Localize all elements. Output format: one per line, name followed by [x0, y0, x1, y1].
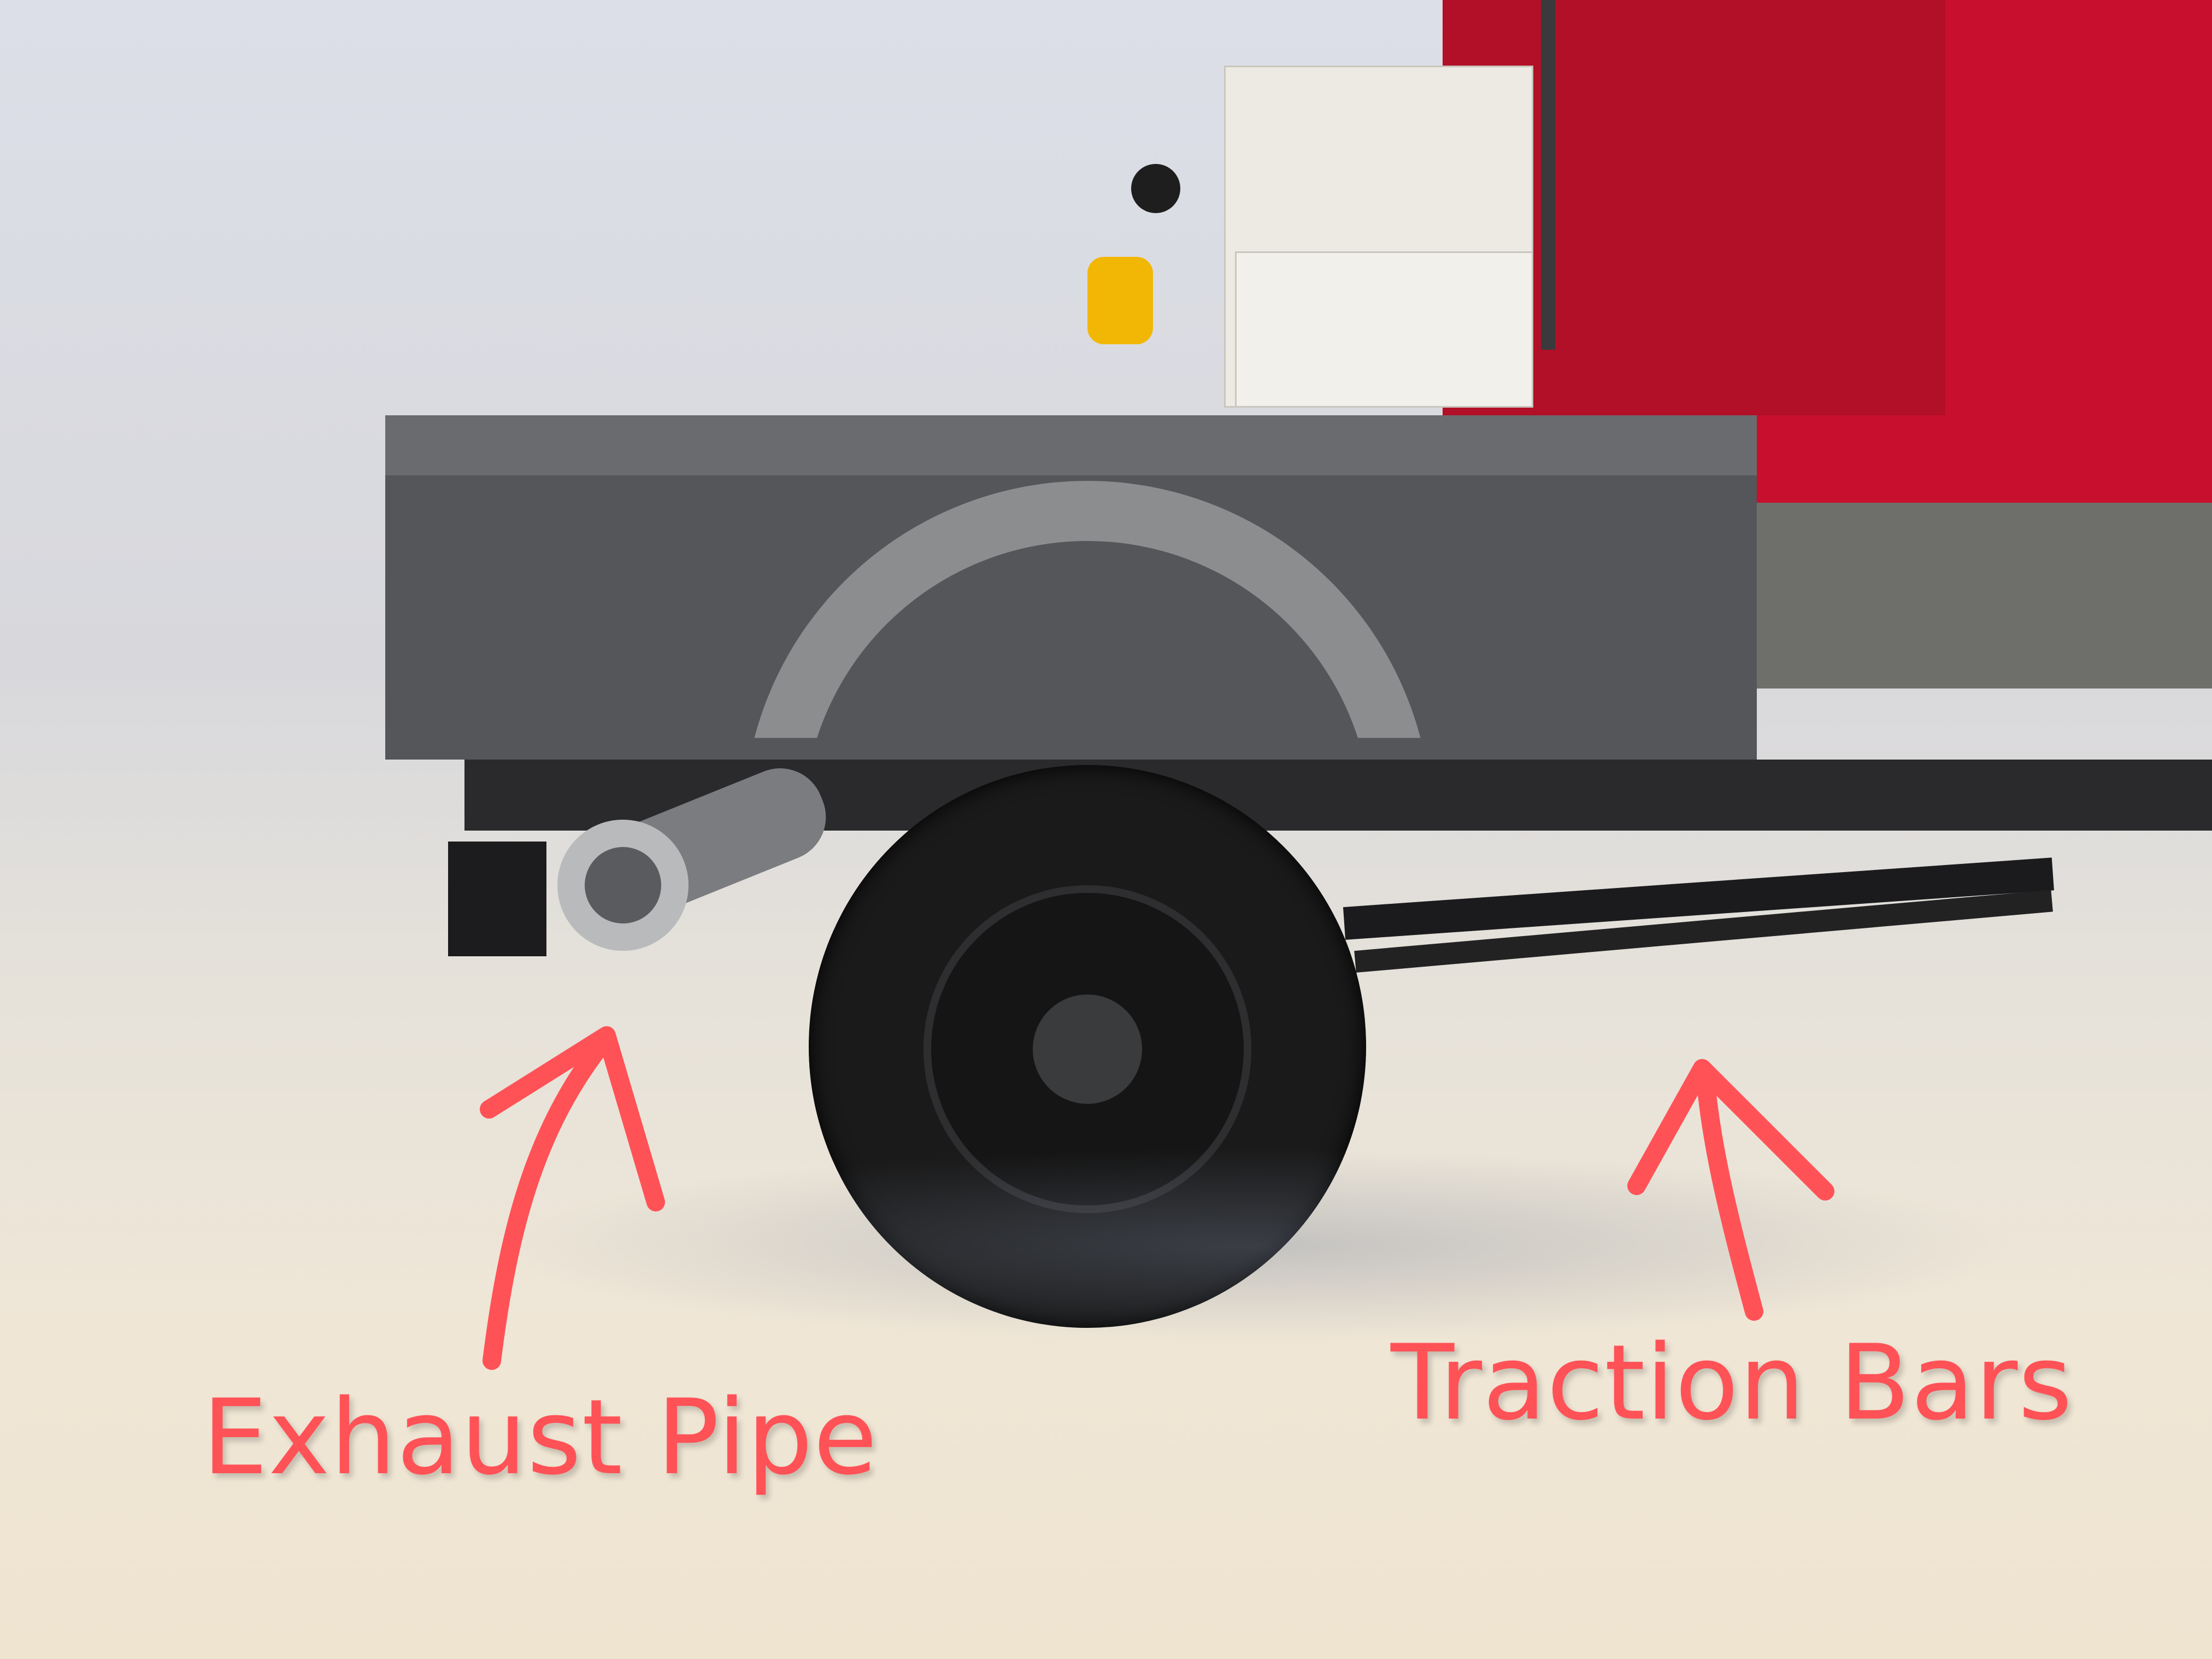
white-crate: [1235, 251, 1533, 408]
exhaust-pipe-label: Exhaust Pipe: [202, 1377, 878, 1498]
floor-shadow: [492, 1148, 2022, 1344]
flatbed-top: [385, 415, 1757, 475]
traction-arrow-icon: [1696, 1062, 1763, 1321]
exhaust-arrowhead-icon: [480, 1026, 665, 1211]
exhaust-pipe-hole: [585, 847, 661, 923]
ladder-frame: [1541, 0, 1654, 350]
exhaust-arrow-icon: [483, 1029, 616, 1370]
traction-arrowhead-icon: [1627, 1059, 1834, 1201]
yellow-connector: [1087, 257, 1153, 344]
traction-bars-label: Traction Bars: [1391, 1322, 2073, 1443]
wheel-center: [1033, 995, 1142, 1104]
grey-side-panel: [1757, 503, 2212, 689]
rear-hitch: [448, 842, 546, 956]
black-cap: [1131, 164, 1180, 213]
